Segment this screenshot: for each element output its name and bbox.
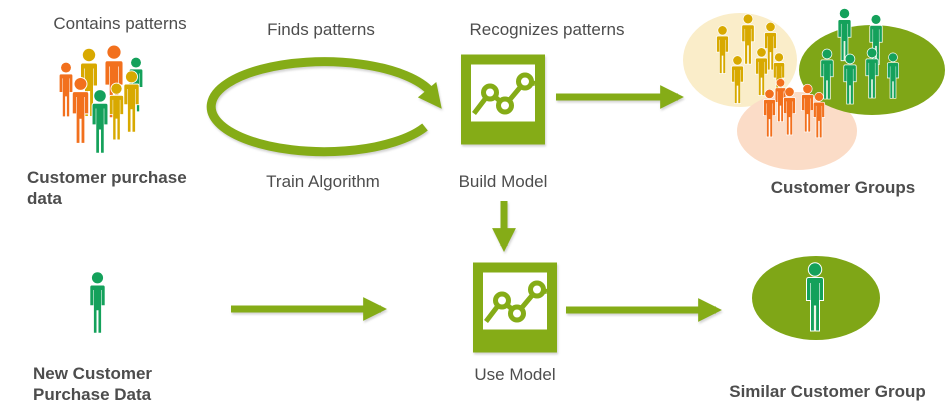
diagram-arrows — [231, 85, 722, 322]
similar-customer-group-label: Similar Customer Group — [729, 382, 926, 401]
train-algorithm-label: Train Algorithm — [266, 172, 380, 191]
build-model-icon — [461, 55, 545, 145]
person-icon — [90, 272, 105, 333]
recognizes-patterns-caption: Recognizes patterns — [469, 20, 625, 39]
customer-purchase-data-label: Customer purchase data — [27, 168, 187, 209]
similar-group-ellipse-icon — [752, 256, 880, 340]
customer-groups-label: Customer Groups — [770, 178, 916, 197]
contains-patterns-caption: Contains patterns — [53, 14, 187, 33]
use-model-icon — [473, 263, 557, 353]
train-cycle-icon — [206, 57, 442, 157]
customer-clusters-icon — [683, 7, 945, 170]
finds-patterns-caption: Finds patterns — [267, 20, 375, 39]
people-group-icon — [58, 44, 144, 154]
use-model-label: Use Model — [474, 365, 556, 384]
build-model-label: Build Model — [458, 172, 548, 191]
new-customer-purchase-data-label: New Customer Purchase Data — [33, 364, 153, 405]
